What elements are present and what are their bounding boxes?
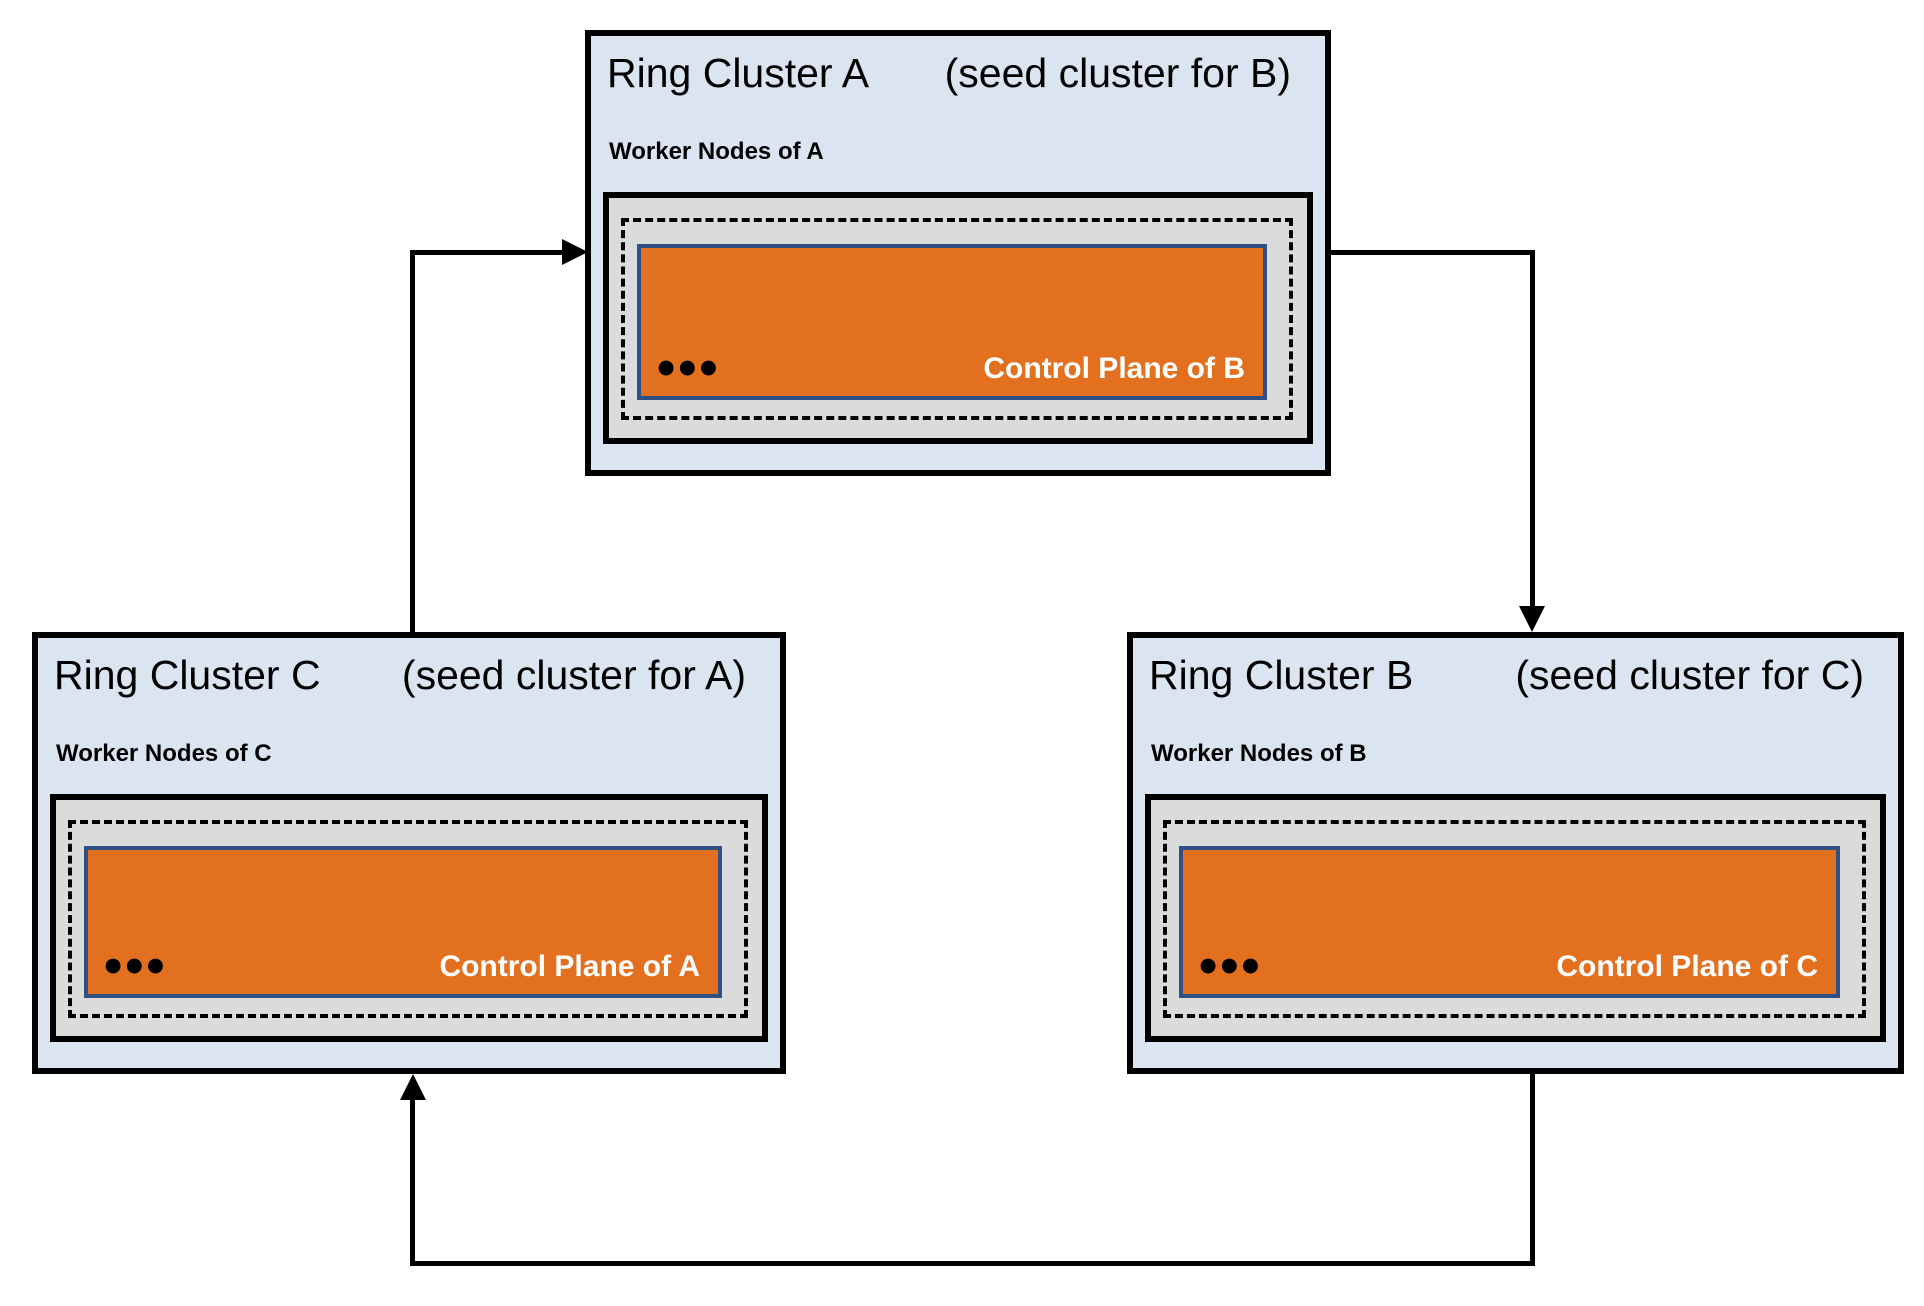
cluster-c-title: Ring Cluster C bbox=[54, 652, 321, 698]
cluster-box-b: Ring Cluster B (seed cluster for C) Work… bbox=[1127, 632, 1904, 1074]
cluster-box-c: Ring Cluster C (seed cluster for A) Work… bbox=[32, 632, 786, 1074]
cluster-c-dashed-boundary: ••• Control Plane of A bbox=[68, 820, 748, 1018]
cluster-c-control-plane-box: ••• Control Plane of A bbox=[84, 846, 722, 998]
arrow-a-to-b-arrowhead-icon bbox=[1519, 606, 1545, 632]
arrow-b-to-c-arrowhead-icon bbox=[400, 1074, 426, 1100]
cluster-b-title: Ring Cluster B bbox=[1149, 652, 1414, 698]
cluster-b-control-plane-label: Control Plane of C bbox=[1556, 950, 1818, 983]
cluster-a-worker-nodes-label: Worker Nodes of A bbox=[609, 138, 824, 165]
cluster-a-control-plane-label: Control Plane of B bbox=[983, 352, 1245, 385]
cluster-a-seed-note: (seed cluster for B) bbox=[944, 50, 1291, 96]
cluster-a-title: Ring Cluster A bbox=[607, 50, 870, 96]
arrow-c-to-a-arrowhead-icon bbox=[562, 239, 588, 265]
arrow-c-to-a-vertical-segment bbox=[410, 252, 415, 634]
cluster-b-ellipsis-dots: ••• bbox=[1199, 937, 1263, 995]
cluster-a-control-plane-box: ••• Control Plane of B bbox=[637, 244, 1267, 400]
cluster-c-control-plane-label: Control Plane of A bbox=[439, 950, 700, 983]
arrow-c-to-a-horizontal-segment bbox=[410, 250, 564, 255]
cluster-b-worker-nodes-label: Worker Nodes of B bbox=[1151, 740, 1367, 767]
cluster-a-worker-node-box: ••• Control Plane of B bbox=[603, 192, 1313, 444]
arrow-a-to-b-vertical-segment bbox=[1530, 250, 1535, 608]
cluster-c-ellipsis-dots: ••• bbox=[104, 937, 168, 995]
cluster-c-seed-note: (seed cluster for A) bbox=[401, 652, 746, 698]
cluster-b-control-plane-box: ••• Control Plane of C bbox=[1179, 846, 1840, 998]
arrow-b-to-c-horizontal-segment bbox=[410, 1261, 1535, 1266]
arrow-b-to-c-up-segment bbox=[410, 1098, 415, 1266]
cluster-b-title-row: Ring Cluster B (seed cluster for C) bbox=[1149, 652, 1864, 699]
cluster-c-title-row: Ring Cluster C (seed cluster for A) bbox=[54, 652, 746, 699]
arrow-b-to-c-down-segment bbox=[1530, 1074, 1535, 1266]
cluster-b-worker-node-box: ••• Control Plane of C bbox=[1145, 794, 1886, 1042]
cluster-a-title-row: Ring Cluster A (seed cluster for B) bbox=[607, 50, 1291, 97]
cluster-a-ellipsis-dots: ••• bbox=[657, 339, 721, 397]
cluster-b-seed-note: (seed cluster for C) bbox=[1515, 652, 1864, 698]
cluster-c-worker-node-box: ••• Control Plane of A bbox=[50, 794, 768, 1042]
cluster-c-worker-nodes-label: Worker Nodes of C bbox=[56, 740, 272, 767]
cluster-b-dashed-boundary: ••• Control Plane of C bbox=[1163, 820, 1866, 1018]
cluster-box-a: Ring Cluster A (seed cluster for B) Work… bbox=[585, 30, 1331, 476]
cluster-a-dashed-boundary: ••• Control Plane of B bbox=[621, 218, 1293, 420]
arrow-a-to-b-horizontal-segment bbox=[1331, 250, 1535, 255]
